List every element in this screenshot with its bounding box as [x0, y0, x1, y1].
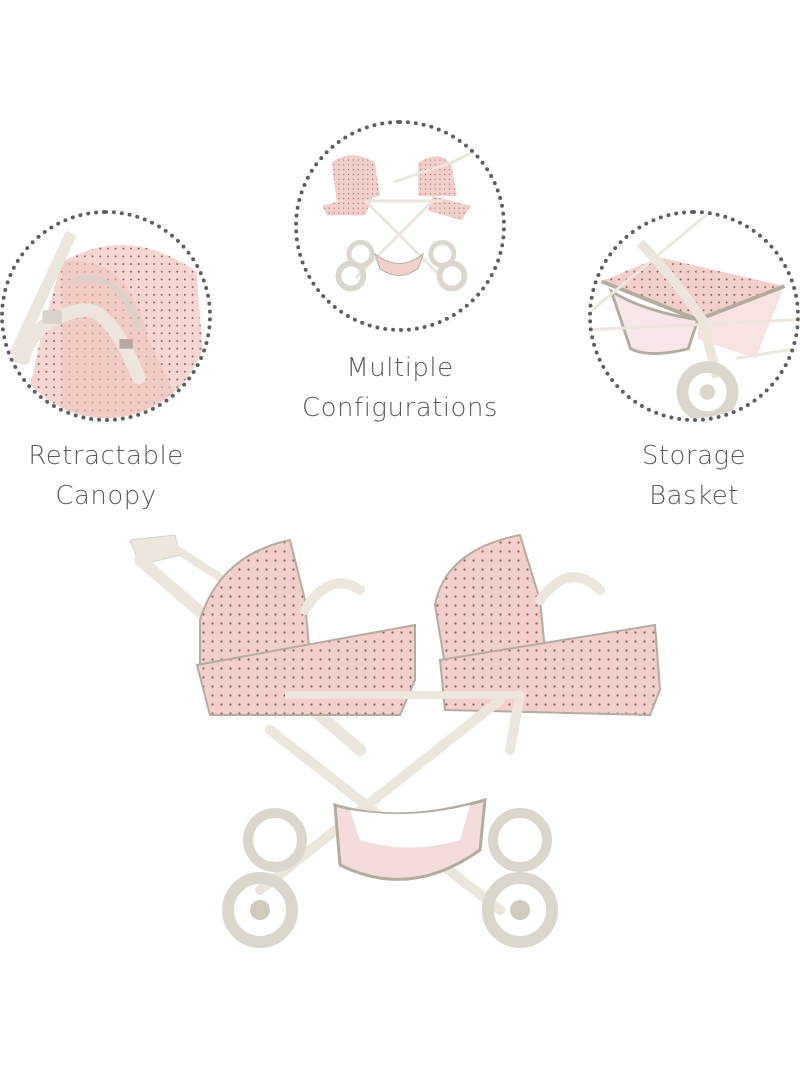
basket-closeup-image — [592, 214, 796, 418]
basket-label-line2: Basket — [649, 481, 739, 511]
configurations-label-line2: Configurations — [302, 393, 498, 423]
canopy-label-line2: Canopy — [55, 481, 157, 511]
basket-label-line1: Storage — [641, 441, 747, 471]
configurations-label: Multiple Configurations — [294, 348, 506, 428]
left-canopy — [199, 538, 312, 672]
stroller-config-image — [322, 146, 482, 292]
basket-label: Storage Basket — [588, 436, 800, 516]
configurations-label-line1: Multiple — [346, 353, 454, 383]
canopy-closeup-image — [4, 214, 208, 418]
basket-feature-circle — [588, 210, 800, 422]
canopy-label-line1: Retractable — [28, 441, 184, 471]
main-stroller-image — [129, 533, 662, 948]
canopy-feature-circle — [0, 210, 212, 422]
wheels — [222, 808, 558, 948]
configurations-feature-circle — [294, 120, 506, 332]
canopy-label: Retractable Canopy — [0, 436, 212, 516]
